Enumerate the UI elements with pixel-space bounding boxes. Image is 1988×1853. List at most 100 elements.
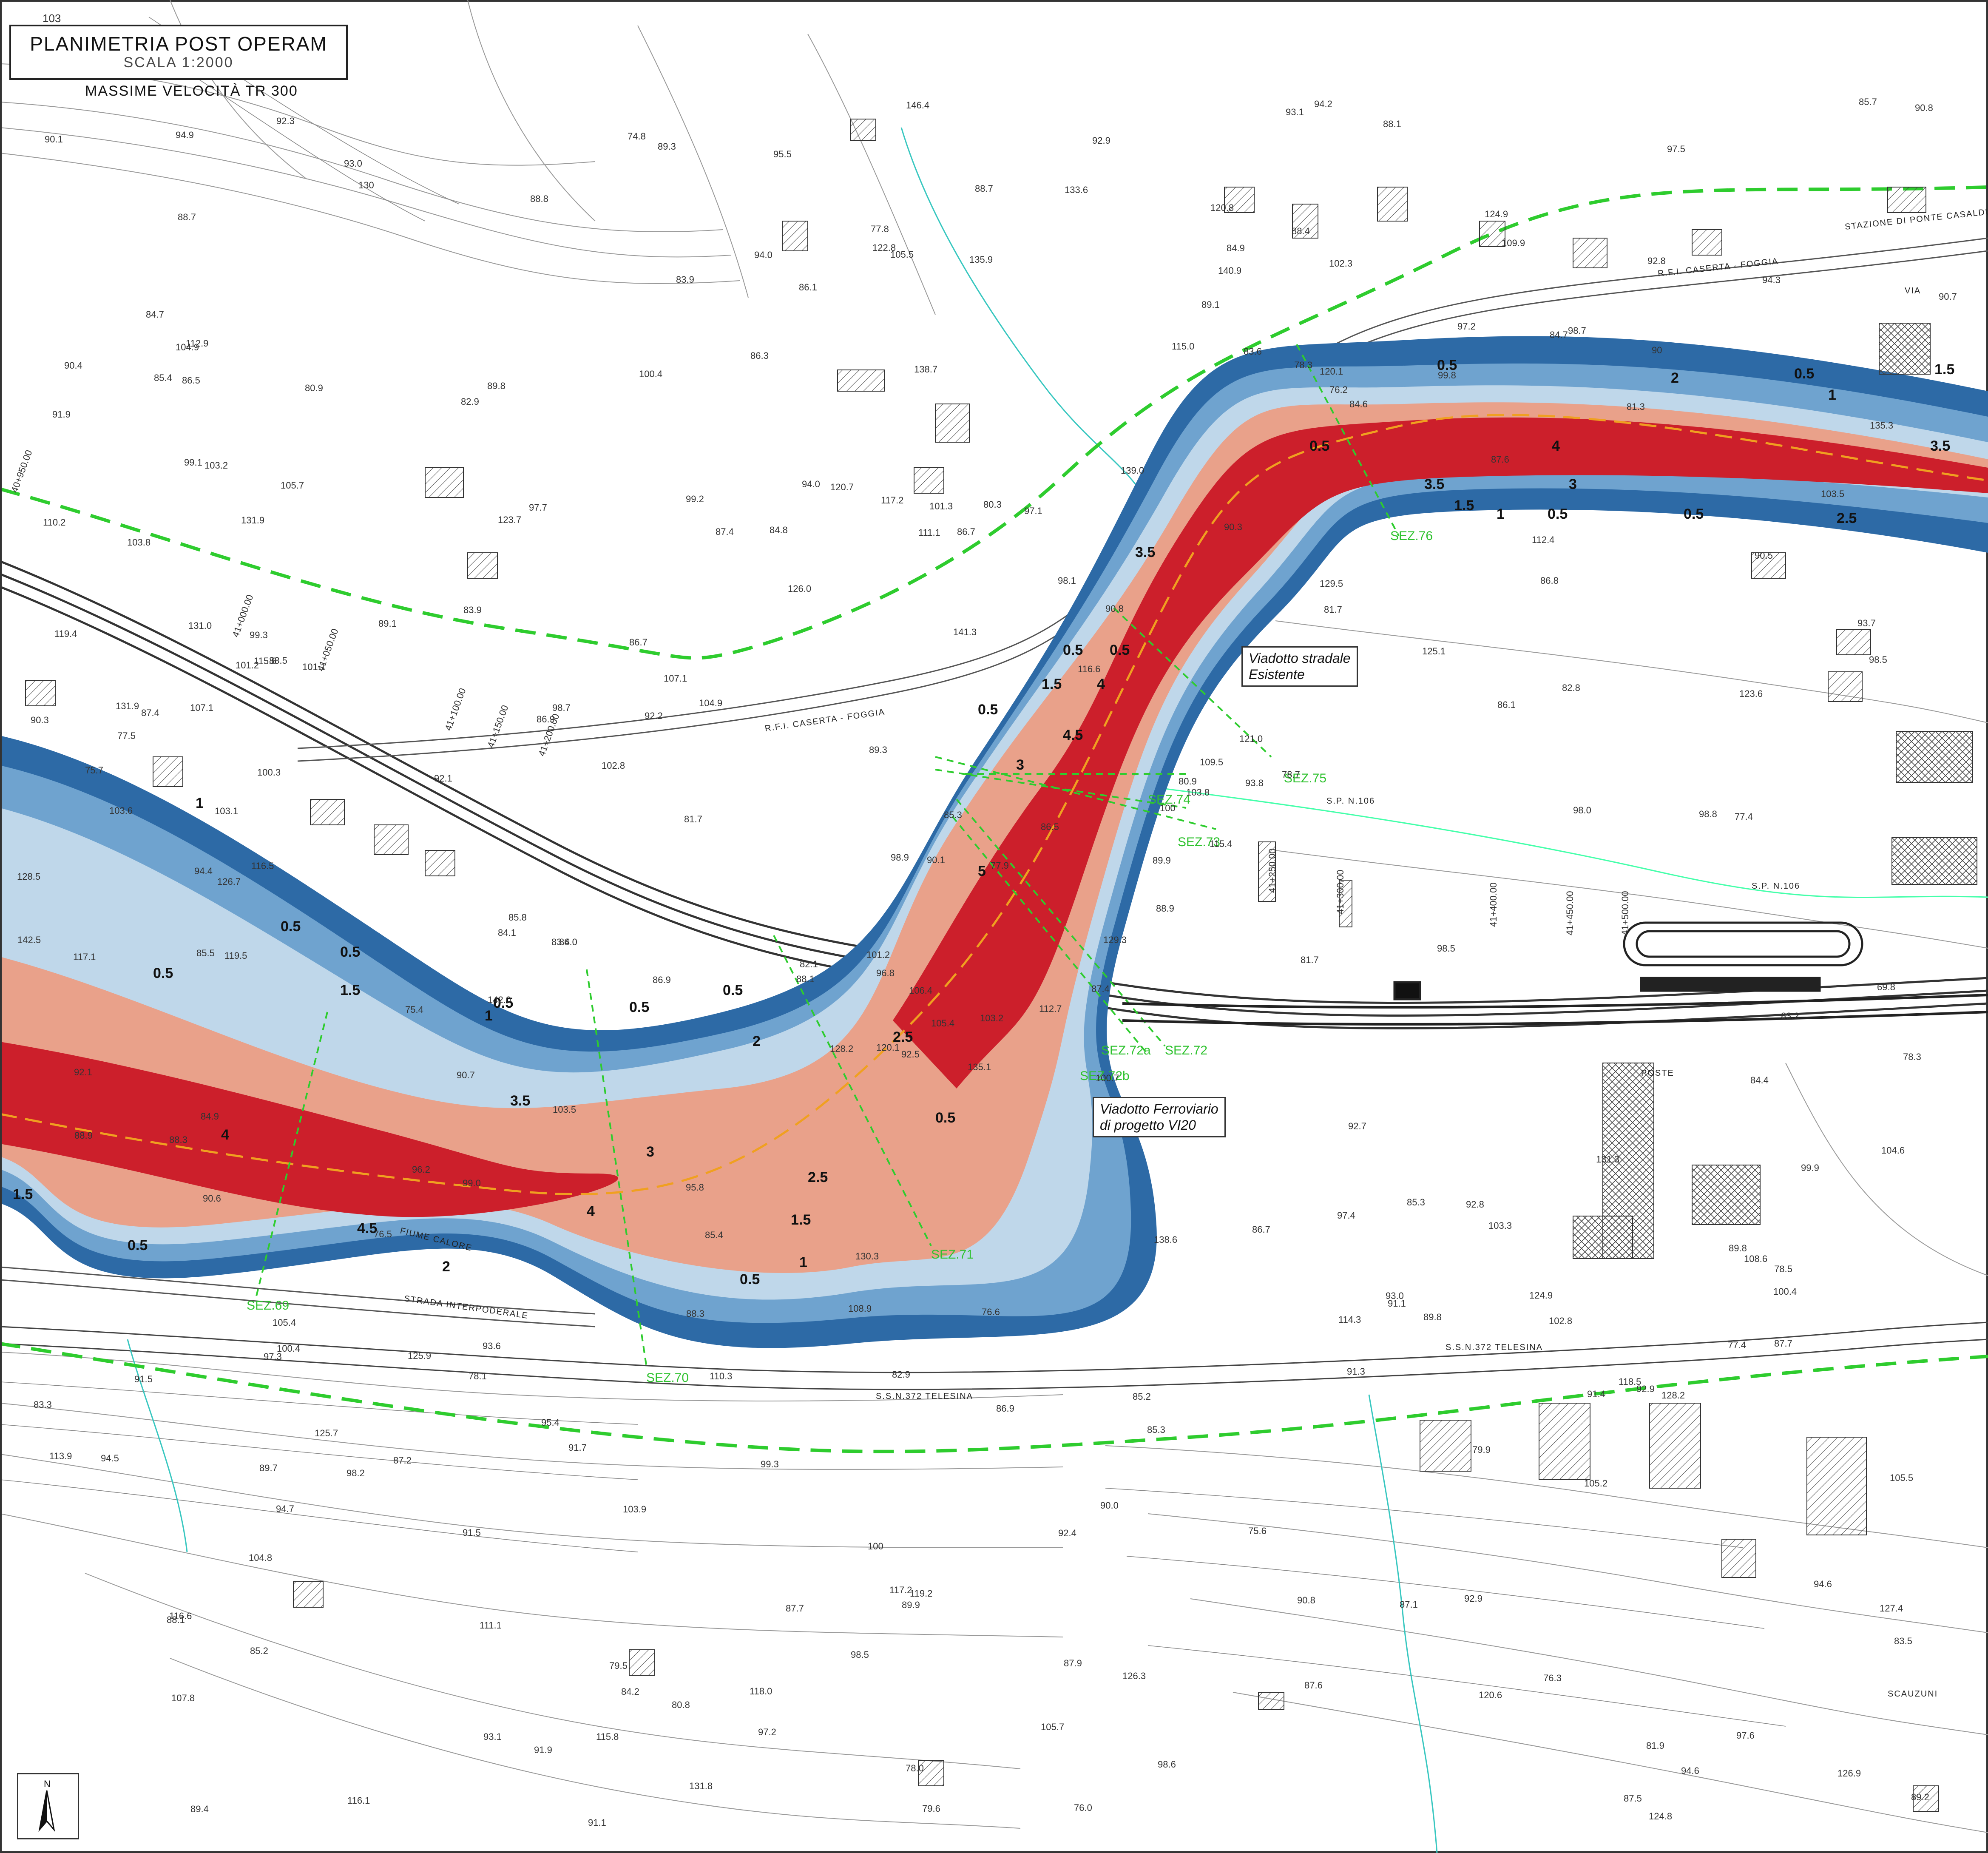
spot-height: 92.5 xyxy=(901,1049,920,1060)
spot-height: 82.9 xyxy=(461,396,479,407)
spot-height: 84.9 xyxy=(201,1111,219,1122)
spot-height: 127.4 xyxy=(1880,1603,1903,1614)
spot-height: 90.0 xyxy=(1100,1500,1119,1511)
spot-height: 98.0 xyxy=(1573,805,1591,816)
svg-text:41+250.00: 41+250.00 xyxy=(1267,848,1278,893)
spot-height: 102.8 xyxy=(602,760,625,771)
spot-height: 87.4 xyxy=(1091,983,1110,994)
page-title: PLANIMETRIA POST OPERAM xyxy=(30,33,327,55)
svg-text:0.5: 0.5 xyxy=(1794,366,1814,382)
section-label: SEZ.71 xyxy=(931,1248,974,1262)
spot-height: 78.3 xyxy=(1903,1052,1921,1062)
spot-height: 94.3 xyxy=(1762,275,1781,285)
svg-text:1: 1 xyxy=(799,1254,807,1270)
spot-height: 142.5 xyxy=(17,935,41,945)
svg-text:1: 1 xyxy=(196,795,204,811)
spot-height: 90.8 xyxy=(1105,603,1124,614)
spot-height: 105.5 xyxy=(890,249,914,260)
spot-height: 78.3 xyxy=(1294,360,1312,370)
spot-height: 80.8 xyxy=(672,1700,690,1710)
svg-text:2: 2 xyxy=(442,1259,450,1275)
spot-height: 121.0 xyxy=(1239,733,1263,744)
flood-velocity-field xyxy=(0,336,1988,1348)
spot-height: 88.3 xyxy=(169,1134,187,1145)
spot-height: 99.2 xyxy=(686,494,704,504)
road-label: S.S.N.372 TELESINA xyxy=(876,1392,973,1401)
spot-height: 131.3 xyxy=(1596,1154,1619,1165)
spot-height: 86.5 xyxy=(182,375,200,386)
spot-height: 98.6 xyxy=(1158,1759,1176,1770)
spot-height: 119.2 xyxy=(910,1588,932,1599)
spot-height: 113.9 xyxy=(49,1451,72,1461)
spot-height: 103.5 xyxy=(1821,489,1844,499)
spot-height: 94.5 xyxy=(101,1453,119,1464)
svg-text:4.5: 4.5 xyxy=(1063,727,1083,743)
svg-text:3: 3 xyxy=(1569,476,1577,492)
spot-height: 85.4 xyxy=(705,1230,723,1240)
spot-heights: 135.1131.996.8116.610091.788.480.3120.11… xyxy=(17,97,1957,1828)
spot-height: 89.1 xyxy=(378,618,397,629)
spot-height: 101.2 xyxy=(866,949,890,960)
spot-height: 131.8 xyxy=(689,1781,713,1791)
spot-height: 93.1 xyxy=(1286,107,1304,117)
svg-text:1: 1 xyxy=(1497,506,1505,522)
spot-height: 100.4 xyxy=(277,1343,300,1354)
spot-height: 116.6 xyxy=(169,1611,192,1621)
spot-height: 109.9 xyxy=(1502,238,1525,248)
svg-text:0.5: 0.5 xyxy=(935,1110,955,1126)
spot-height: 104.9 xyxy=(699,698,722,708)
spot-height: 77.8 xyxy=(871,224,889,234)
spot-height: 124.8 xyxy=(1649,1811,1672,1822)
spot-height: 91.9 xyxy=(52,409,71,420)
svg-text:3: 3 xyxy=(1016,757,1024,773)
svg-text:1.5: 1.5 xyxy=(791,1212,811,1228)
spot-height: 106.4 xyxy=(909,985,932,996)
spot-height: 87.6 xyxy=(1304,1680,1323,1691)
spot-height: 84.9 xyxy=(1227,243,1245,253)
spot-height: 93.6 xyxy=(483,1341,501,1351)
spot-height: 120.6 xyxy=(1479,1690,1502,1700)
road-label: S.S.N.372 TELESINA xyxy=(1446,1343,1543,1352)
spot-height: 86.7 xyxy=(957,526,975,537)
road-label: S.P. N.106 xyxy=(1752,881,1800,891)
spot-height: 83.9 xyxy=(463,605,482,615)
spot-height: 78.5 xyxy=(1774,1264,1792,1274)
spot-height: 97.2 xyxy=(758,1727,776,1737)
spot-height: 89.8 xyxy=(1423,1312,1442,1322)
spot-height: 97.5 xyxy=(1667,144,1685,154)
spot-height: 140.9 xyxy=(1218,265,1241,276)
spot-height: 128.2 xyxy=(830,1043,853,1054)
spot-height: 87.4 xyxy=(716,526,734,537)
spot-height: 138.6 xyxy=(1154,1234,1177,1245)
spot-height: 87.6 xyxy=(1491,454,1509,465)
spot-height: 88.1 xyxy=(796,974,815,984)
spot-height: 80.9 xyxy=(305,383,323,393)
spot-height: 104.9 xyxy=(176,342,199,352)
spot-height: 88.1 xyxy=(1383,119,1401,129)
spot-height: 98.7 xyxy=(552,702,571,713)
spot-height: 88.7 xyxy=(178,212,196,222)
spot-height: 96.8 xyxy=(876,968,895,978)
spot-height: 100.4 xyxy=(639,369,662,379)
spot-height: 138.7 xyxy=(914,364,937,375)
spot-height: 76.3 xyxy=(1543,1673,1562,1683)
spot-height: 99.9 xyxy=(1801,1162,1819,1173)
spot-height: 105.4 xyxy=(931,1018,954,1029)
spot-height: 85.2 xyxy=(250,1646,268,1656)
spot-height: 125.9 xyxy=(408,1350,431,1361)
spot-height: 103.6 xyxy=(109,805,133,816)
svg-text:4: 4 xyxy=(1097,676,1105,692)
spot-height: 88.8 xyxy=(530,193,548,204)
spot-height: 100 xyxy=(1160,803,1176,813)
spot-height: 98.2 xyxy=(346,1468,365,1478)
spot-height: 103.8 xyxy=(127,537,151,548)
spot-height: 126.7 xyxy=(217,876,241,887)
spot-height: 79.5 xyxy=(609,1660,628,1671)
spot-height: 135.1 xyxy=(968,1062,991,1072)
spot-height: 91.1 xyxy=(588,1817,606,1828)
spot-height: 82.8 xyxy=(1562,682,1580,693)
spot-height: 90.8 xyxy=(1297,1595,1315,1606)
spot-height: 84.7 xyxy=(146,309,164,320)
svg-text:4: 4 xyxy=(587,1203,595,1219)
spot-height: 78.1 xyxy=(469,1371,487,1381)
